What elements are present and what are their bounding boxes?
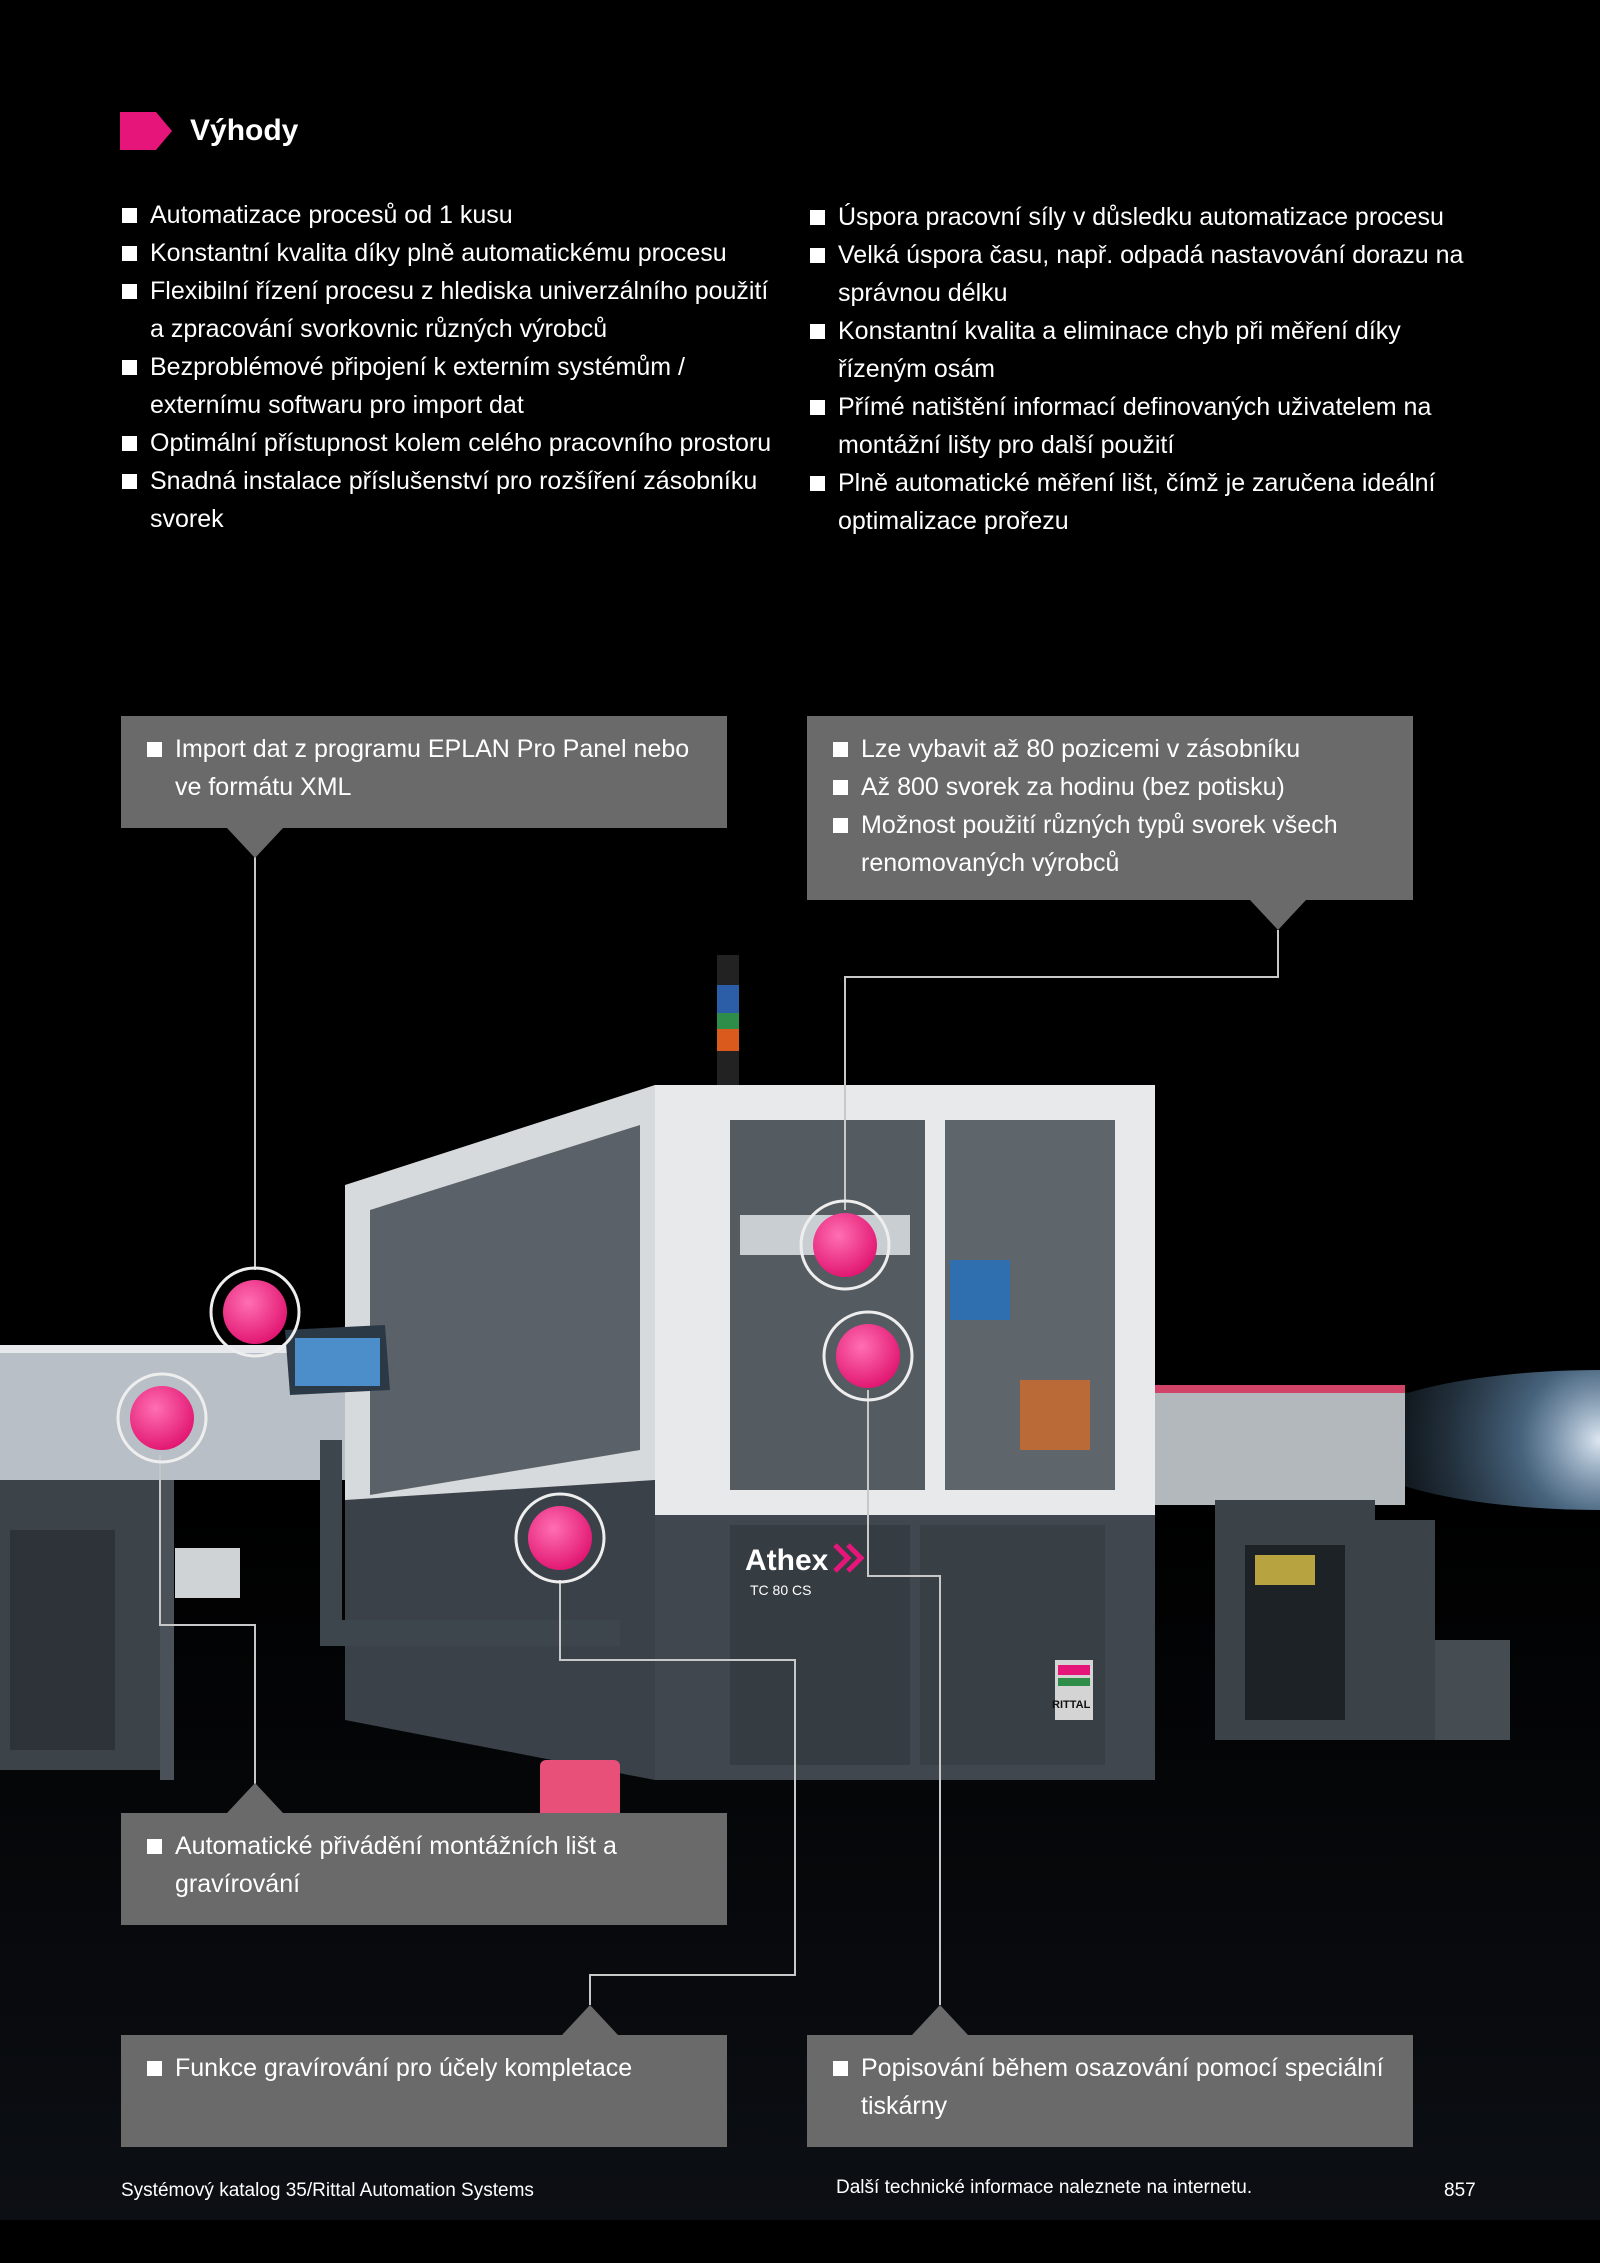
page-number: 857 — [1444, 2180, 1476, 2201]
light-glow — [1340, 1370, 1600, 1510]
callout-list: Popisování během osazování pomocí speciá… — [831, 2049, 1393, 2125]
list-item: Úspora pracovní síly v důsledku automati… — [808, 198, 1488, 236]
machine-illustration: Athex TC 80 CS RITTAL — [0, 828, 1600, 2220]
list-item: Lze vybavit až 80 pozicemi v zásobníku — [831, 730, 1393, 768]
rittal-logo: RITTAL — [1052, 1699, 1091, 1711]
machine-brand: Athex — [745, 1544, 829, 1577]
callout-list: Import dat z programu EPLAN Pro Panel ne… — [145, 730, 707, 806]
callout-pointers — [227, 828, 1306, 2035]
section-heading: Výhody — [120, 112, 298, 150]
list-item: Velká úspora času, např. odpadá nastavov… — [808, 236, 1488, 312]
hotspot-markers — [116, 1199, 914, 1584]
left-conveyor — [0, 1345, 350, 1780]
list-item: Flexibilní řízení procesu z hlediska uni… — [120, 272, 780, 348]
list-item: Automatické přivádění montážních lišt a … — [145, 1827, 707, 1903]
machine-model: TC 80 CS — [750, 1582, 811, 1598]
list-item: Možnost použití různých typů svorek všec… — [831, 806, 1393, 882]
callout-list: Funkce gravírování pro účely kompletace — [145, 2049, 707, 2087]
list-item: Snadná instalace příslušenství pro rozší… — [120, 462, 780, 538]
footer-info: Další technické informace naleznete na i… — [836, 2177, 1253, 2198]
callout-top-right: Lze vybavit až 80 pozicemi v zásobníku A… — [807, 716, 1413, 900]
callout-list: Lze vybavit až 80 pozicemi v zásobníku A… — [831, 730, 1393, 882]
list-item: Přímé natištění informací definovaných u… — [808, 388, 1488, 464]
callout-top-left: Import dat z programu EPLAN Pro Panel ne… — [121, 716, 727, 828]
list-item: Konstantní kvalita díky plně automatické… — [120, 234, 780, 272]
list-item: Až 800 svorek za hodinu (bez potisku) — [831, 768, 1393, 806]
list-item: Import dat z programu EPLAN Pro Panel ne… — [145, 730, 707, 806]
callout-bottom-right: Popisování během osazování pomocí speciá… — [807, 2035, 1413, 2147]
arrow-tag-icon — [120, 112, 172, 150]
list-item: Optimální přístupnost kolem celého praco… — [120, 424, 780, 462]
main-machine: Athex TC 80 CS RITTAL — [285, 955, 1155, 1830]
advantages-list-left: Automatizace procesů od 1 kusu Konstantn… — [120, 196, 780, 538]
list-item: Plně automatické měření lišt, čímž je za… — [808, 464, 1488, 540]
callout-connectors — [159, 855, 1279, 2005]
list-item: Funkce gravírování pro účely kompletace — [145, 2049, 707, 2087]
right-conveyor — [1155, 1385, 1510, 1740]
callout-bottom-left: Funkce gravírování pro účely kompletace — [121, 2035, 727, 2147]
advantages-list-right: Úspora pracovní síly v důsledku automati… — [808, 198, 1488, 540]
callout-middle-left: Automatické přivádění montážních lišt a … — [121, 1813, 727, 1925]
list-item: Konstantní kvalita a eliminace chyb při … — [808, 312, 1488, 388]
section-title: Výhody — [190, 114, 299, 147]
list-item: Automatizace procesů od 1 kusu — [120, 196, 780, 234]
list-item: Popisování během osazování pomocí speciá… — [831, 2049, 1393, 2125]
list-item: Bezproblémové připojení k externím systé… — [120, 348, 780, 424]
footer-catalog: Systémový katalog 35/Rittal Automation S… — [121, 2180, 534, 2201]
callout-list: Automatické přivádění montážních lišt a … — [145, 1827, 707, 1903]
